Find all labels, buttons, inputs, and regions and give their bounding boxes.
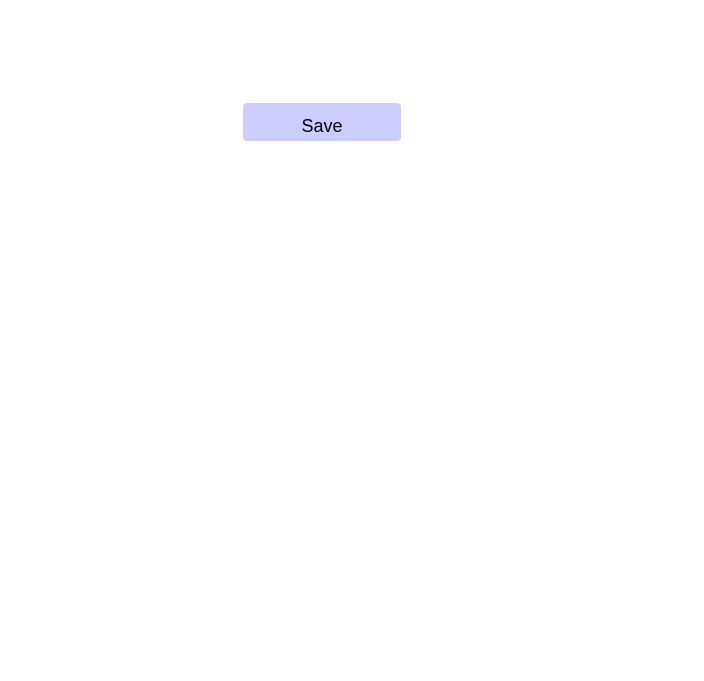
save-button[interactable]: Save [243, 103, 401, 141]
